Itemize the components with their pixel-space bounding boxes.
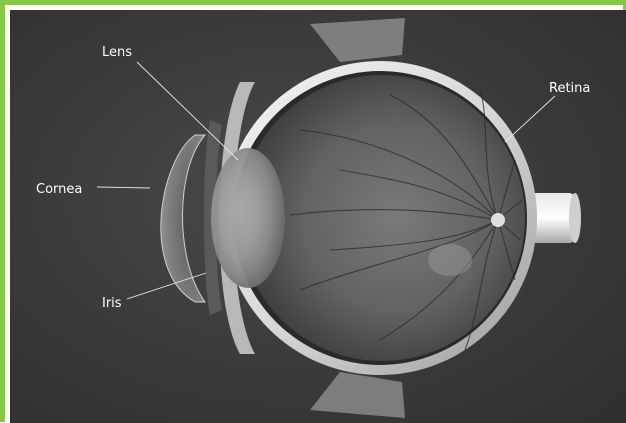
macula-highlight (428, 244, 472, 276)
label-retina: Retina (549, 81, 590, 96)
optic-disc (491, 213, 505, 227)
diagram-panel: Lens Cornea Iris Retina (10, 10, 626, 423)
cornea (161, 135, 205, 302)
label-lens: Lens (102, 45, 132, 60)
label-iris: Iris (102, 296, 122, 311)
eye-muscle-top (310, 18, 405, 62)
optic-nerve (530, 193, 581, 243)
eye-muscle-bottom (310, 372, 405, 418)
eye-cross-section-diagram: Lens Cornea Iris Retina (10, 10, 626, 423)
retina-leader-line (505, 96, 555, 142)
label-cornea: Cornea (36, 182, 82, 197)
cornea-leader-line (97, 187, 150, 188)
